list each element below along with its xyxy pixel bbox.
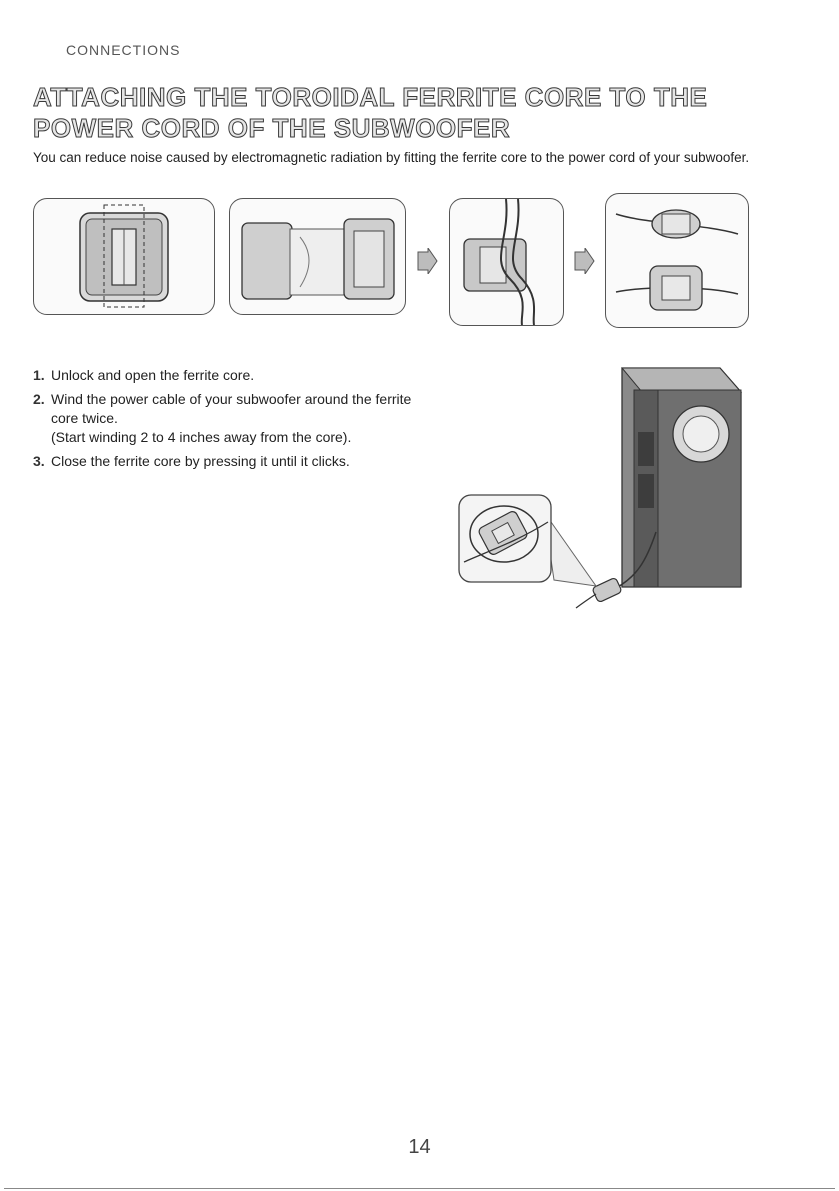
step-body: Wind the power cable of your subwoofer a… xyxy=(51,390,433,447)
section-label: CONNECTIONS xyxy=(66,42,181,58)
intro-paragraph: You can reduce noise caused by electroma… xyxy=(33,150,750,165)
instruction-steps: 1. Unlock and open the ferrite core. 2. … xyxy=(33,366,433,476)
step-text: Close the ferrite core by pressing it un… xyxy=(51,453,350,469)
arrow-right-icon xyxy=(574,248,595,274)
step-number: 2. xyxy=(33,391,45,407)
step-number: 3. xyxy=(33,453,45,469)
ferrite-open-illustration xyxy=(229,198,406,315)
ferrite-closed-on-cable-illustration xyxy=(605,193,749,328)
ferrite-closed-illustration xyxy=(33,198,215,315)
step-number: 1. xyxy=(33,367,45,383)
ferrite-winding-illustration xyxy=(449,198,564,326)
step-item: 3. Close the ferrite core by pressing it… xyxy=(33,452,433,471)
page-title: ATTACHING THE TOROIDAL FERRITE CORE TO T… xyxy=(33,82,708,144)
step-note: (Start winding 2 to 4 inches away from t… xyxy=(51,429,352,445)
step-item: 1. Unlock and open the ferrite core. xyxy=(33,366,433,385)
bottom-rule xyxy=(4,1188,835,1189)
arrow-right-icon xyxy=(417,248,438,274)
step-text: Unlock and open the ferrite core. xyxy=(51,367,255,383)
step-item: 2. Wind the power cable of your subwoofe… xyxy=(33,390,433,447)
step-text: Wind the power cable of your subwoofer a… xyxy=(51,391,412,426)
page-number: 14 xyxy=(408,1136,431,1158)
subwoofer-illustration xyxy=(458,367,743,609)
